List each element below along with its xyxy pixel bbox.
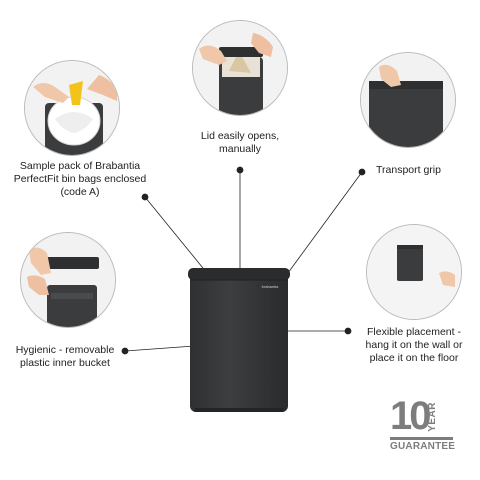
bin-bags-label-line-2: PerfectFit bin bags enclosed [13,173,147,185]
guarantee-unit: YEAR [427,402,438,432]
wall-placement-photo [366,224,462,320]
callout-dot-bucket [121,347,129,355]
callout-line-bin-bags [144,196,208,274]
inner-bucket-photo [20,232,116,328]
grip-illustration [361,53,455,147]
guarantee-number: 10 [390,394,431,438]
callout-line-grip [284,171,363,278]
bin-illustration: brabantia [188,268,290,412]
callout-dot-grip [358,168,366,176]
lid-illustration [193,21,287,115]
transport-grip-photo [360,52,456,148]
bucket-label: Hygienic - removable plastic inner bucke… [10,344,120,370]
placement-illustration [367,225,461,319]
guarantee-badge: 10 YEAR GUARANTEE [390,396,456,456]
callout-dot-placement [344,327,352,335]
bin-bags-label-line-1: Sample pack of Brabantia [19,160,141,172]
bucket-label-line-1: Hygienic - removable [15,344,115,356]
grip-label-line-1: Transport grip [376,164,441,176]
lid-label-line-1: Lid easily opens, [200,130,280,142]
brand-mark: brabantia [262,284,279,289]
lid-label-line-2: manually [218,143,262,155]
placement-label-line-1: Flexible placement - [367,326,461,338]
lid-photo [192,20,288,116]
guarantee-divider [390,437,453,440]
bin-bag-illustration [25,61,119,155]
guarantee-text: GUARANTEE [390,441,456,452]
bucket-illustration [21,233,115,327]
bin-bags-label: Sample pack of Brabantia PerfectFit bin … [8,160,152,199]
grip-label: Transport grip [376,164,441,177]
callout-dot-lid [236,166,244,174]
placement-label: Flexible placement - hang it on the wall… [354,326,474,365]
bin-bags-label-line-3: (code A) [60,186,100,198]
bin-bags-photo [24,60,120,156]
lid-label: Lid easily opens, manually [190,130,290,156]
bin-product: brabantia [188,264,290,416]
callout-dot-bin-bags [141,193,149,201]
placement-label-line-2: hang it on the wall or [365,339,463,351]
bucket-label-line-2: plastic inner bucket [20,357,110,369]
placement-label-line-3: place it on the floor [369,352,459,364]
